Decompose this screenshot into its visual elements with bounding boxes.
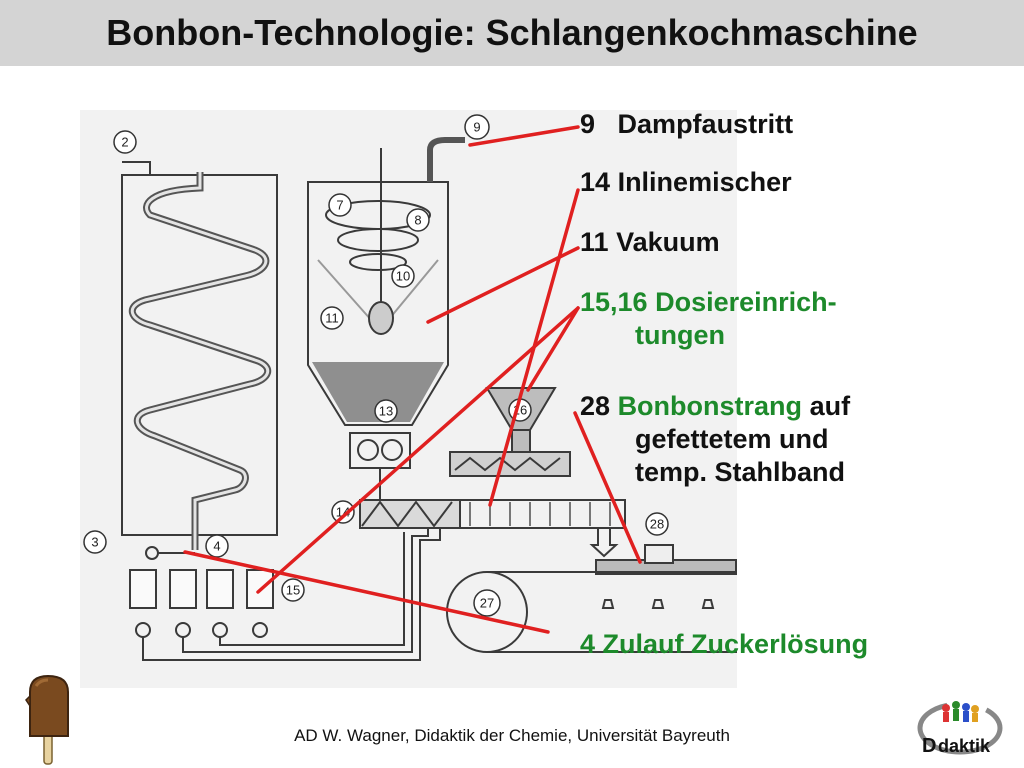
- vessel-product: [312, 362, 444, 422]
- legend-text-15-16-cont: tungen: [635, 320, 725, 350]
- legend-num-14: 14: [580, 167, 611, 197]
- callout-label-28: 28: [650, 517, 664, 532]
- dosing-tank-2: [169, 569, 197, 609]
- pump-gear-right: [381, 439, 403, 461]
- dosing-tank-3: [206, 569, 234, 609]
- legend-text-28: auf: [809, 391, 851, 421]
- legend-num-4: 4: [580, 629, 596, 659]
- legend-text-4: Zulauf Zuckerlösung: [602, 629, 869, 659]
- dosing-tank-1: [129, 569, 157, 609]
- feed-line-2: [182, 528, 429, 653]
- callout-label-15: 15: [286, 583, 300, 598]
- callout-label-10: 10: [396, 269, 410, 284]
- hopper-neck: [511, 429, 531, 453]
- ice-cream-icon: [25, 674, 69, 765]
- callout-4: [205, 534, 229, 558]
- dosing-screw: [449, 451, 571, 477]
- dosing-screw-flights: [454, 456, 561, 472]
- leader-15: [256, 306, 580, 594]
- nozzle: [589, 528, 619, 558]
- legend-num-15-16: 15,16: [580, 287, 648, 317]
- steel-belt: [487, 571, 737, 653]
- callout-10: [391, 264, 415, 288]
- pump-gear-left: [357, 439, 379, 461]
- callout-28: [645, 512, 669, 536]
- callout-label-14: 14: [336, 505, 350, 520]
- legend-text-9: Dampfaustritt: [617, 109, 794, 139]
- feed-line-1: [142, 528, 441, 661]
- callout-15: [281, 578, 305, 602]
- callout-3: [83, 530, 107, 554]
- leader-9: [468, 125, 580, 147]
- callout-14: [331, 500, 355, 524]
- callout-label-11: 11: [325, 311, 339, 326]
- legend-text-14: Inlinemischer: [617, 167, 792, 197]
- stirrer-head: [368, 301, 394, 335]
- legend-text-28-line2: gefettetem und: [635, 424, 829, 454]
- callout-label-3: 3: [91, 535, 98, 550]
- leader-16: [526, 306, 580, 392]
- didaktik-logo-icon: D daktik: [917, 701, 1003, 757]
- extruder: [459, 499, 626, 529]
- callout-7: [328, 193, 352, 217]
- steam-outlet-pipe: [427, 137, 465, 182]
- spiral-ring-3: [349, 253, 407, 271]
- leader-4: [183, 550, 550, 634]
- extruder-screw: [469, 502, 611, 526]
- inline-mixer: [359, 499, 461, 529]
- callout-label-2: 2: [121, 135, 128, 150]
- dosing-pump-4: [252, 622, 268, 638]
- legend-item-4: 4 Zulauf Zuckerlösung: [580, 628, 868, 661]
- legend-item-11: 11 Vakuum: [580, 226, 720, 259]
- footer-credit: AD W. Wagner, Didaktik der Chemie, Unive…: [294, 726, 730, 745]
- legend-text-11: Vakuum: [616, 227, 720, 257]
- legend-item-9: 9 Dampfaustritt: [580, 108, 793, 141]
- legend-item-15-16: 15,16 Dosiereinrich- tungen: [580, 286, 837, 352]
- callout-8: [406, 208, 430, 232]
- feed-line-3: [219, 532, 405, 646]
- candy-pieces: [601, 599, 715, 609]
- callout-27: [473, 589, 501, 617]
- legend-num-9: 9: [580, 109, 596, 139]
- spiral-ring-2: [337, 228, 419, 252]
- legend-text-15-16: Dosiereinrich-: [655, 287, 837, 317]
- legend-highlight-28: Bonbonstrang: [617, 391, 803, 421]
- callout-13: [374, 399, 398, 423]
- callout-label-7: 7: [336, 198, 343, 213]
- callout-11: [320, 306, 344, 330]
- vacuum-vessel: [307, 181, 449, 426]
- callout-9: [464, 114, 490, 140]
- legend-num-11: 11: [580, 227, 609, 257]
- legend-item-28: 28 Bonbonstrang auf gefettetem und temp.…: [580, 390, 850, 489]
- logo-text: daktik: [938, 736, 991, 756]
- legend-text-28-line3: temp. Stahlband: [635, 457, 846, 487]
- callout-label-13: 13: [379, 404, 393, 419]
- callout-label-27: 27: [480, 596, 494, 611]
- steam-pipe-inlet: [122, 161, 151, 175]
- legend-item-14: 14 Inlinemischer: [580, 166, 792, 199]
- mixer-blades: [361, 500, 453, 528]
- callout-label-4: 4: [213, 539, 220, 554]
- leader-11: [426, 246, 580, 324]
- legend-num-28: 28: [580, 391, 611, 421]
- svg-text:D: D: [922, 735, 936, 757]
- strand-cutter: [644, 544, 674, 564]
- callout-label-9: 9: [473, 120, 480, 135]
- cooking-coil-inner: [131, 172, 269, 550]
- callout-label-8: 8: [414, 213, 421, 228]
- belt-drum: [446, 571, 528, 653]
- title-bar: Bonbon-Technologie: Schlangenkochmaschin…: [0, 0, 1024, 66]
- leader-28: [573, 411, 642, 564]
- slide-title: Bonbon-Technologie: Schlangenkochmaschin…: [106, 12, 918, 53]
- callout-2: [113, 130, 137, 154]
